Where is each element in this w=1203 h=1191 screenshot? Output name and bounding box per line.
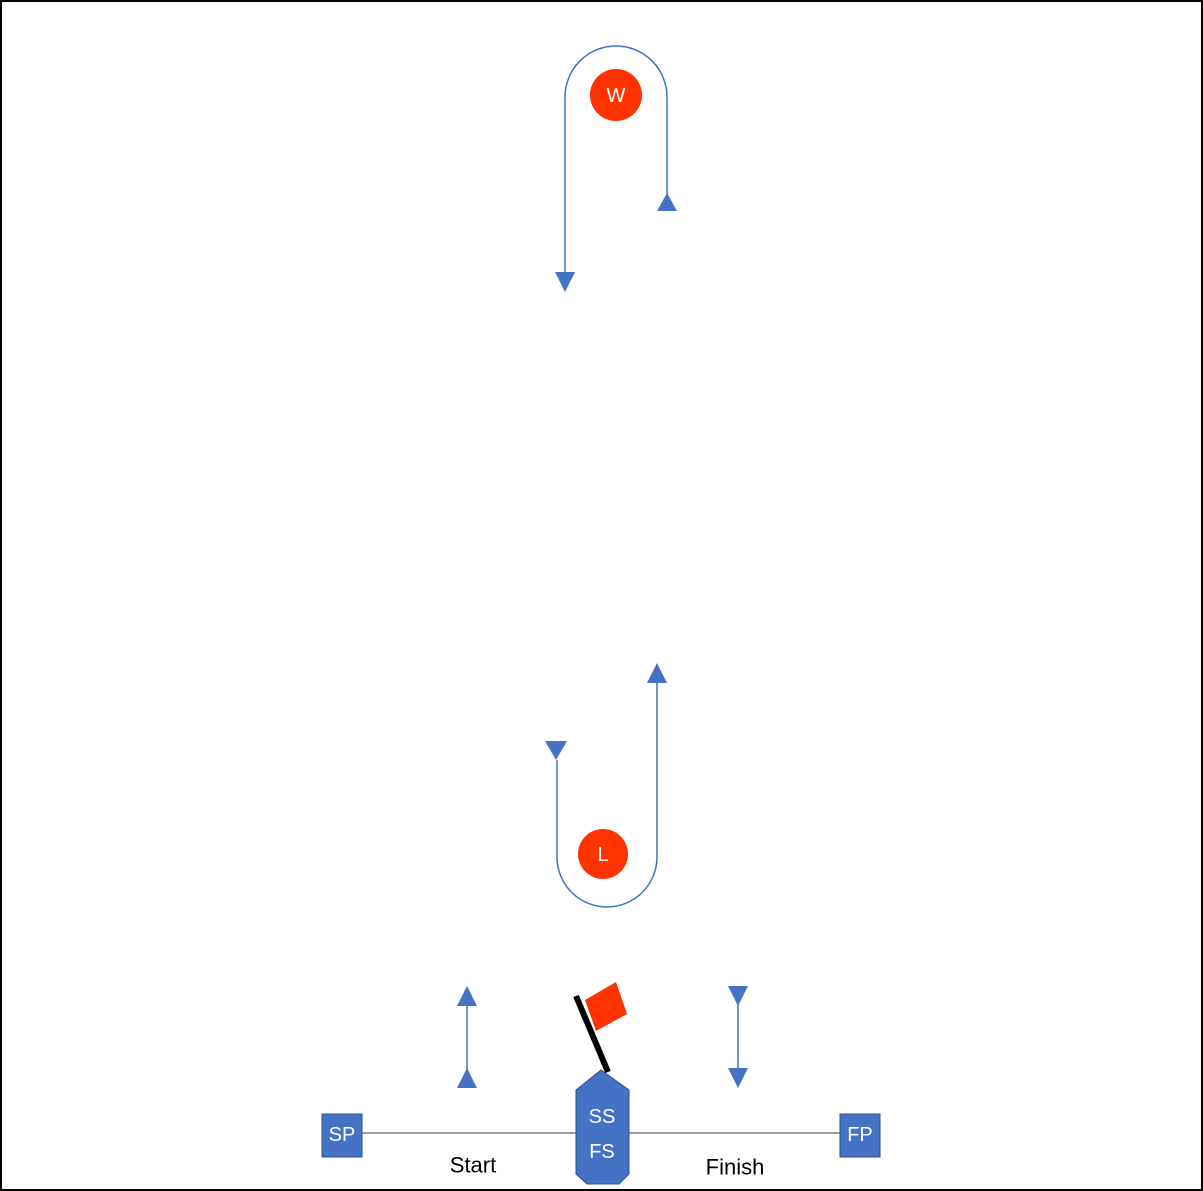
finish-pin-mark: FP (840, 1114, 880, 1157)
windward-mark: W (590, 69, 642, 121)
committee-boat-label-2: FS (589, 1141, 615, 1163)
arrow-up-icon (457, 986, 477, 1006)
start-label: Start (450, 1153, 496, 1178)
windward-mark-label: W (607, 85, 626, 107)
leeward-mark-label: L (597, 844, 608, 866)
arrow-down-icon (545, 741, 567, 760)
flag-icon (585, 982, 627, 1031)
committee-boat-label-1: SS (589, 1106, 616, 1128)
arrow-down-icon (728, 1068, 748, 1088)
committee-boat: SS FS (576, 1070, 629, 1184)
start-pin-label: SP (329, 1124, 356, 1146)
arrow-down-icon (555, 272, 575, 292)
arrow-up-icon (647, 663, 667, 683)
arrow-up-icon (457, 1068, 477, 1088)
start-pin-mark: SP (322, 1114, 362, 1157)
arrow-down-icon (728, 986, 748, 1006)
finish-pin-label: FP (847, 1124, 873, 1146)
arrow-up-icon (657, 193, 677, 211)
leeward-mark: L (578, 829, 628, 879)
finish-label: Finish (706, 1155, 765, 1180)
